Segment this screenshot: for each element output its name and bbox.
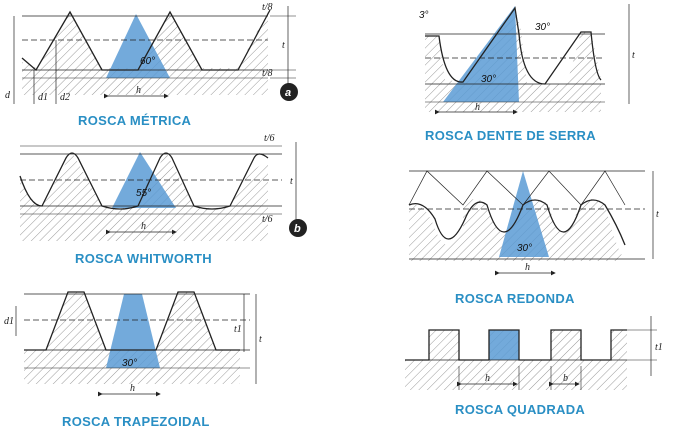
metrica-frac-top: t/8 xyxy=(262,2,273,13)
quadrada-caption: ROSCA QUADRADA xyxy=(455,402,586,417)
trapezoidal-h-label: h xyxy=(130,383,135,394)
serra-caption: ROSCA DENTE DE SERRA xyxy=(425,128,596,143)
trapezoidal-d1-label: d1 xyxy=(4,316,14,327)
trapezoidal-t-label: t xyxy=(259,334,262,345)
metrica-blue-triangle xyxy=(106,14,170,78)
panel-rosca-metrica: a 60° h d d1 d2 t t/8 t/8 ROSCA MÉTRICA xyxy=(0,0,330,140)
whitworth-badge xyxy=(289,219,307,237)
metrica-frac-bottom: t/8 xyxy=(262,68,273,79)
trapezoidal-thread-profile: 30° h d1 t1 t xyxy=(4,291,262,397)
panel-rosca-serra: 3° 30° 30° h t ROSCA DENTE DE SERRA xyxy=(405,0,677,150)
panel-rosca-redonda: 30° h t ROSCA REDONDA xyxy=(405,165,677,306)
quadrada-t1-label: t1 xyxy=(655,342,663,353)
metrica-caption: ROSCA MÉTRICA xyxy=(78,113,192,128)
serra-t-label: t xyxy=(632,50,635,61)
whitworth-caption: ROSCA WHITWORTH xyxy=(75,251,212,266)
metrica-badge xyxy=(280,83,298,101)
metrica-angle-label: 60° xyxy=(140,56,155,67)
panel-rosca-whitworth: b 55° h t t/6 t/6 ROSCA WHITWORTH xyxy=(0,133,330,276)
redonda-thread-profile: 30° h t xyxy=(408,170,659,276)
whitworth-blue-triangle xyxy=(112,152,176,208)
metrica-d1-label: d1 xyxy=(38,92,48,103)
trapezoidal-blue-shape xyxy=(106,294,160,368)
serra-thread-profile: 3° 30° 30° h t xyxy=(419,4,635,115)
whitworth-h-label: h xyxy=(141,221,146,232)
serra-angle-top: 30° xyxy=(535,22,550,33)
redonda-t-label: t xyxy=(656,209,659,220)
redonda-blue-triangle xyxy=(499,171,549,257)
metrica-d-label: d xyxy=(5,90,11,101)
quadrada-blue-square xyxy=(489,330,519,360)
trapezoidal-caption: ROSCA TRAPEZOIDAL xyxy=(62,414,210,429)
metrica-thread-profile: a 60° h d d1 d2 t t/8 t/8 xyxy=(5,2,298,104)
quadrada-b-label: b xyxy=(563,373,568,384)
panel-rosca-trapezoidal: 30° h d1 t1 t ROSCA TRAPEZOIDAL xyxy=(0,284,330,434)
metrica-badge-text: a xyxy=(285,87,291,99)
whitworth-badge-text: b xyxy=(294,223,301,235)
whitworth-frac-top: t/6 xyxy=(264,133,275,144)
whitworth-t-label: t xyxy=(290,176,293,187)
quadrada-h-label: h xyxy=(485,373,490,384)
serra-blue-triangle xyxy=(443,6,519,102)
serra-angle-small: 3° xyxy=(419,10,429,21)
redonda-angle-label: 30° xyxy=(517,243,532,254)
whitworth-angle-label: 55° xyxy=(136,188,151,199)
serra-angle-mid: 30° xyxy=(481,74,496,85)
serra-thread-outline xyxy=(425,6,602,85)
metrica-hatched-body xyxy=(22,12,268,95)
redonda-caption: ROSCA REDONDA xyxy=(455,291,575,306)
whitworth-thread-profile: b 55° h t t/6 t/6 xyxy=(19,133,307,241)
trapezoidal-t1-label: t1 xyxy=(234,324,242,335)
metrica-h-label: h xyxy=(136,85,141,96)
serra-h-label: h xyxy=(475,102,480,113)
quadrada-thread-profile: h b t1 xyxy=(405,316,663,390)
trapezoidal-hatched-body xyxy=(24,292,240,384)
metrica-d2-label: d2 xyxy=(60,92,70,103)
whitworth-thread-outline xyxy=(19,152,269,210)
panel-rosca-quadrada: h b t1 ROSCA QUADRADA xyxy=(405,310,677,436)
trapezoidal-angle-label: 30° xyxy=(122,358,137,369)
whitworth-frac-bottom: t/6 xyxy=(262,214,273,225)
redonda-h-label: h xyxy=(525,262,530,273)
metrica-t-label: t xyxy=(282,40,285,51)
